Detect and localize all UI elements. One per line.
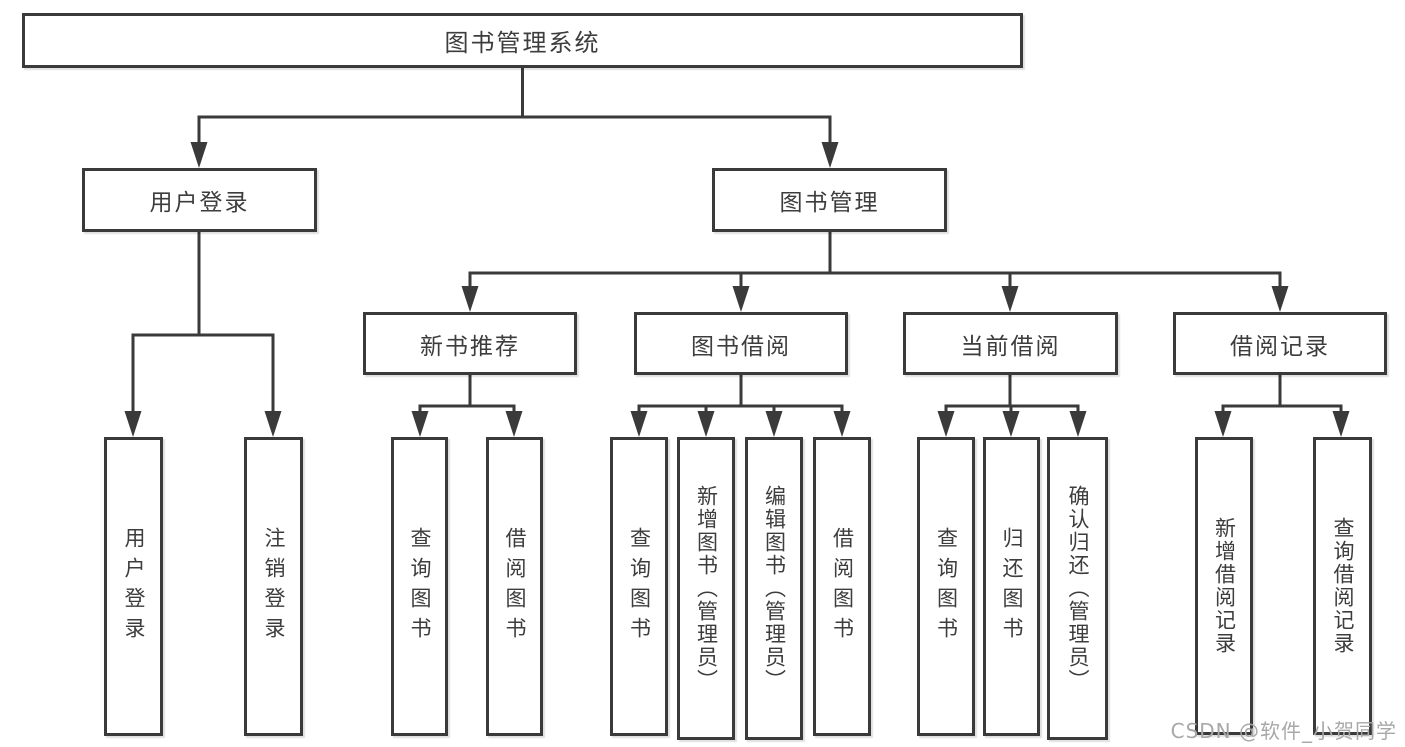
arrowhead (1332, 411, 1350, 437)
arrowhead (937, 411, 955, 437)
arrowhead (732, 286, 750, 312)
arrowhead (765, 411, 783, 437)
leaf-edit-books-admin: 编辑图书（管理员） (745, 437, 803, 740)
node-book-management: 图书管理 (712, 168, 947, 232)
arrowhead (1002, 411, 1020, 437)
leaf-add-borrow-record: 新增借阅记录 (1195, 437, 1253, 735)
arrowhead (821, 142, 839, 168)
leaf-query-borrow-record: 查询借阅记录 (1313, 437, 1372, 735)
csdn-watermark: CSDN @软件_小贺同学 (1170, 719, 1397, 743)
arrowhead (190, 142, 208, 168)
leaf-query-borrow-record-label: 查询借阅记录 (1331, 517, 1355, 655)
node-borrow-records: 借阅记录 (1173, 312, 1387, 375)
leaf-logout: 注销登录 (244, 437, 303, 736)
arrowhead (124, 411, 142, 437)
arrowheads (124, 142, 1350, 437)
leaf-query-books-current-label: 查询图书 (934, 526, 959, 647)
node-book-borrow: 图书借阅 (634, 312, 848, 375)
leaf-user-login: 用户登录 (104, 437, 163, 736)
leaf-query-books-recommend: 查询图书 (391, 437, 448, 736)
arrowhead (833, 411, 851, 437)
node-root-label: 图书管理系统 (444, 29, 601, 57)
arrowhead (461, 286, 479, 312)
leaf-query-books-borrow-label: 查询图书 (627, 526, 652, 647)
node-book-management-label: 图书管理 (779, 190, 880, 216)
leaf-add-books-admin-label: 新增图书（管理员） (694, 485, 719, 692)
arrowhead (697, 411, 715, 437)
node-new-book-recommend: 新书推荐 (363, 312, 577, 375)
leaf-logout-label: 注销登录 (262, 526, 286, 647)
leaf-return-books: 归还图书 (983, 437, 1040, 736)
node-current-borrow-label: 当前借阅 (960, 333, 1061, 360)
node-new-book-recommend-label: 新书推荐 (420, 333, 520, 360)
leaf-add-borrow-record-label: 新增借阅记录 (1212, 517, 1237, 655)
leaf-borrow-books-recommend-label: 借阅图书 (503, 526, 527, 647)
arrowhead (1271, 286, 1289, 312)
leaf-user-login-label: 用户登录 (122, 526, 146, 647)
node-book-borrow-label: 图书借阅 (691, 333, 791, 360)
node-user-login-label: 用户登录 (149, 190, 250, 216)
leaf-edit-books-admin-label: 编辑图书（管理员） (762, 485, 787, 692)
leaf-borrow-books: 借阅图书 (813, 437, 871, 736)
arrowhead (264, 411, 282, 437)
node-root: 图书管理系统 (22, 13, 1023, 68)
node-user-login: 用户登录 (82, 168, 317, 232)
node-borrow-records-label: 借阅记录 (1230, 333, 1330, 360)
arrowhead (505, 411, 523, 437)
leaf-query-books-current: 查询图书 (917, 437, 975, 736)
leaf-borrow-books-recommend: 借阅图书 (486, 437, 543, 736)
arrowhead (630, 411, 648, 437)
leaf-borrow-books-label: 借阅图书 (830, 526, 855, 647)
leaf-return-books-label: 归还图书 (1000, 526, 1024, 647)
node-current-borrow: 当前借阅 (903, 312, 1118, 375)
leaf-add-books-admin: 新增图书（管理员） (677, 437, 735, 740)
arrowhead (1069, 411, 1087, 437)
arrowhead (1001, 286, 1019, 312)
leaf-confirm-return-admin: 确认归还（管理员） (1047, 437, 1108, 740)
arrowhead (1214, 411, 1232, 437)
leaf-query-books-recommend-label: 查询图书 (408, 526, 432, 647)
leaf-query-books-borrow: 查询图书 (610, 437, 668, 736)
leaf-confirm-return-admin-label: 确认归还（管理员） (1066, 485, 1090, 692)
arrowhead (411, 411, 429, 437)
